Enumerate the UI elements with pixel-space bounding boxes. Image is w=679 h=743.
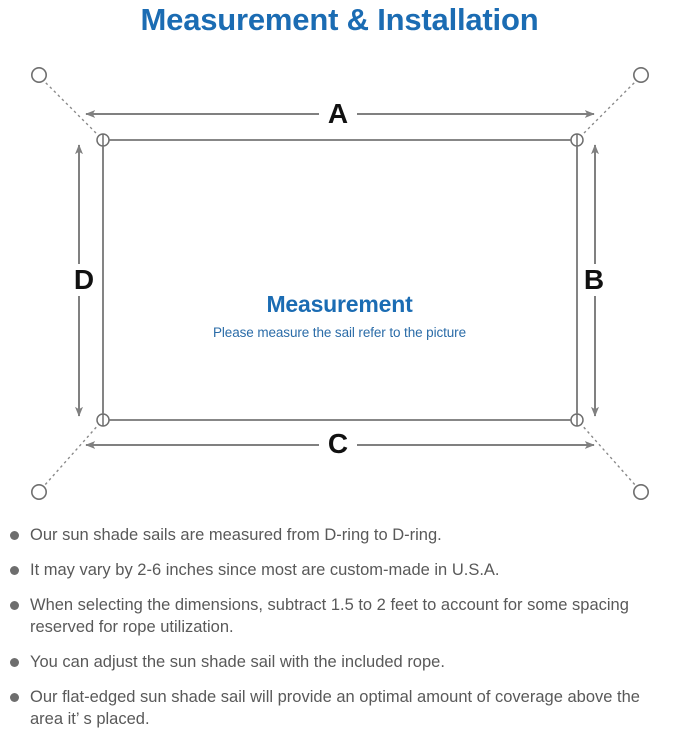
anchor-ring-bottom-right (632, 483, 649, 500)
list-item: Our flat-edged sun shade sail will provi… (0, 686, 679, 730)
note-text: Our sun shade sails are measured from D-… (30, 526, 442, 544)
dimension-label-d: D (68, 265, 100, 295)
dimension-label-b: B (578, 265, 610, 295)
anchor-ring-top-right (632, 66, 649, 83)
note-text: Our flat-edged sun shade sail will provi… (30, 688, 640, 728)
note-text: It may vary by 2-6 inches since most are… (30, 561, 500, 579)
list-item: Our sun shade sails are measured from D-… (0, 524, 679, 546)
page-title: Measurement & Installation (140, 2, 539, 37)
measurement-diagram: Measurement Please measure the sail refe… (0, 48, 679, 518)
sail-outline (102, 139, 578, 421)
dimension-label-c: C (319, 429, 357, 459)
anchor-rings (30, 66, 649, 500)
rope-top-right (579, 80, 637, 138)
bullet-icon (10, 566, 19, 575)
anchor-ring-top-left (30, 66, 47, 83)
anchor-ring-bottom-left (30, 483, 47, 500)
list-item: It may vary by 2-6 inches since most are… (0, 559, 679, 581)
sail-edges (102, 139, 578, 421)
bullet-icon (10, 531, 19, 540)
note-text: You can adjust the sun shade sail with t… (30, 653, 445, 671)
measurement-subtext: Please measure the sail refer to the pic… (213, 325, 466, 340)
bullet-icon (10, 693, 19, 702)
d-rings (96, 133, 584, 427)
note-text: When selecting the dimensions, subtract … (30, 596, 629, 636)
measurement-heading: Measurement (266, 291, 413, 317)
bullet-icon (10, 658, 19, 667)
list-item: When selecting the dimensions, subtract … (0, 594, 679, 638)
rope-bottom-right (579, 422, 637, 487)
bullet-icon (10, 601, 19, 610)
notes-list: Our sun shade sails are measured from D-… (0, 524, 679, 743)
dimension-label-a: A (319, 99, 357, 129)
rope-lines (43, 80, 637, 487)
rope-top-left (43, 80, 101, 138)
rope-bottom-left (43, 422, 101, 487)
list-item: You can adjust the sun shade sail with t… (0, 651, 679, 673)
